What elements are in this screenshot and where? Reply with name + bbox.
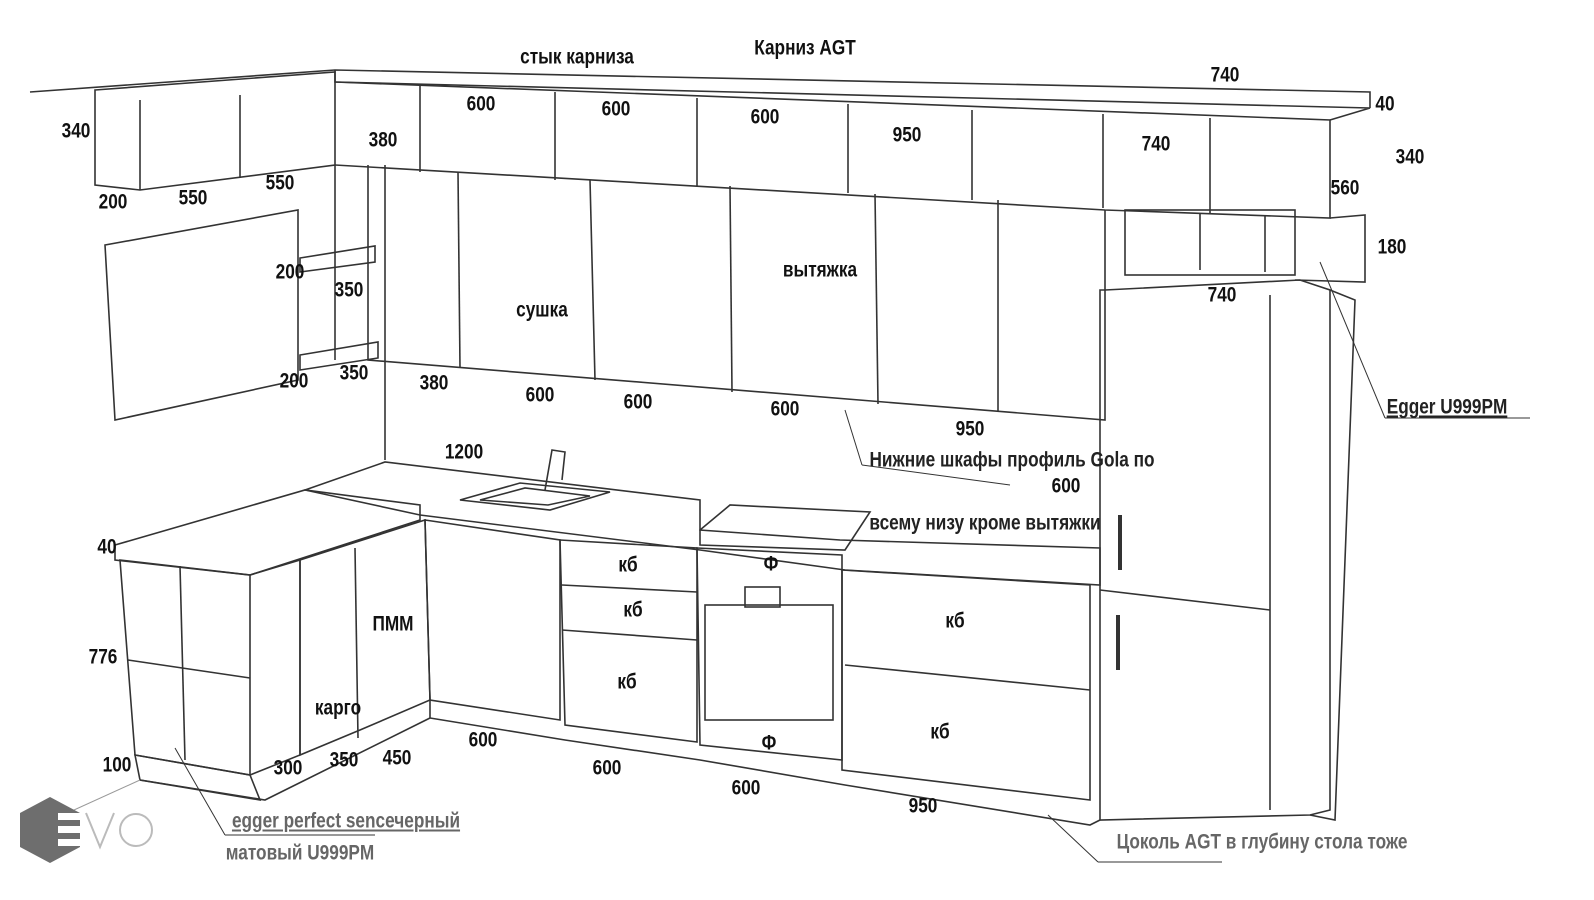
gola-note-line1: Нижние шкафы профиль Gola по xyxy=(869,448,1155,472)
dim-label: 40 xyxy=(97,535,117,559)
dim-label: 450 xyxy=(382,746,412,770)
dim-label: 40 xyxy=(1375,92,1395,116)
dim-label: 350 xyxy=(339,361,369,385)
dim-label: 740 xyxy=(1207,283,1237,307)
dim-label: 340 xyxy=(61,119,91,143)
dim-label: 600 xyxy=(770,397,800,421)
dim-label: 200 xyxy=(279,369,309,393)
dim-label: 200 xyxy=(275,260,305,284)
hood-label: вытяжка xyxy=(782,258,858,282)
cargo-label: карго xyxy=(314,696,362,720)
dim-label: 600 xyxy=(601,97,631,121)
evo-logo xyxy=(20,797,153,863)
dim-label: 380 xyxy=(419,371,449,395)
dim-label: 740 xyxy=(1141,132,1171,156)
dim-label: 950 xyxy=(908,794,938,818)
dishwasher-label: ПММ xyxy=(372,612,414,636)
dim-label: 1200 xyxy=(444,440,484,464)
cornice-label: Карниз AGT xyxy=(754,36,856,60)
egger-note: Egger U999PM xyxy=(1386,395,1508,419)
drawer-label: кб xyxy=(945,609,965,633)
dim-label: 300 xyxy=(273,756,303,780)
dim-label: 600 xyxy=(731,776,761,800)
dim-label: 380 xyxy=(368,128,398,152)
phi-label: Ф xyxy=(763,552,779,576)
cornice-joint-label: стык карниза xyxy=(520,45,634,69)
dim-label: 550 xyxy=(265,171,295,195)
dim-label: 740 xyxy=(1210,63,1240,87)
plinth-note: Цоколь AGT в глубину стола тоже xyxy=(1116,830,1408,854)
dim-label: 950 xyxy=(892,123,922,147)
dim-label: 600 xyxy=(525,383,555,407)
drawer-label: кб xyxy=(623,598,643,622)
dim-label: 550 xyxy=(178,186,208,210)
gola-note-line2: всему низу кроме вытяжки xyxy=(869,511,1101,535)
dim-label: 950 xyxy=(955,417,985,441)
facade-note-line1: egger perfect sencечерный xyxy=(231,809,461,833)
dim-label: 600 xyxy=(468,728,498,752)
dim-label: 600 xyxy=(466,92,496,116)
dim-label: 600 xyxy=(750,105,780,129)
facade-note-line2: матовый U999PM xyxy=(225,841,375,865)
dryer-label: сушка xyxy=(516,298,568,322)
drawer-label: кб xyxy=(617,670,637,694)
dim-label: 776 xyxy=(88,645,118,669)
dim-label: 200 xyxy=(98,190,128,214)
dim-label: 600 xyxy=(592,756,622,780)
dim-label: 350 xyxy=(329,748,359,772)
dim-label: 600 xyxy=(1051,474,1081,498)
drawer-label: кб xyxy=(930,720,950,744)
drawer-label: кб xyxy=(618,553,638,577)
dim-label: 350 xyxy=(334,278,364,302)
dim-label: 600 xyxy=(623,390,653,414)
dim-label: 100 xyxy=(102,753,132,777)
dim-label: 180 xyxy=(1377,235,1407,259)
dim-label: 340 xyxy=(1395,145,1425,169)
phi-label: Ф xyxy=(761,731,777,755)
dim-label: 560 xyxy=(1330,176,1360,200)
